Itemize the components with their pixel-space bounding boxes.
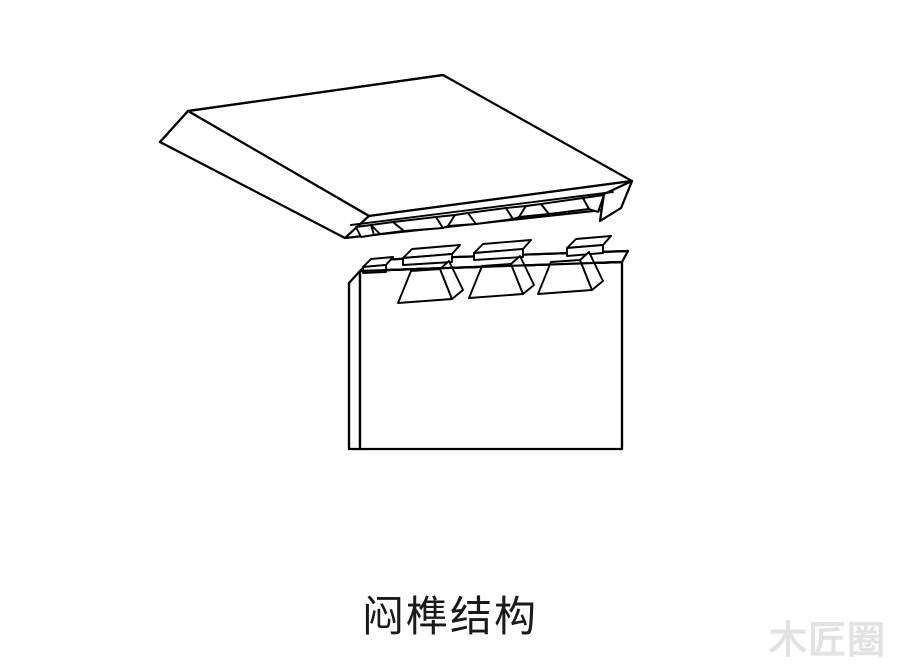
page-title: 闷榫结构 — [361, 592, 538, 641]
panel-left-thickness — [347, 269, 362, 451]
top-board-mortise-channel-backline — [350, 191, 614, 226]
top-board-left-cut-edge — [158, 109, 190, 144]
tenon-2 — [468, 239, 535, 299]
part-vertical-panel — [347, 235, 630, 451]
top-board-far-long-edge — [186, 73, 445, 113]
tenon-3-dovetail-side — [579, 251, 604, 291]
tenon-3 — [537, 235, 612, 295]
tenon-1-front-face — [402, 253, 453, 266]
pin-5 — [582, 194, 605, 213]
watermark-logo: 木匠圈 — [768, 618, 886, 662]
tenon-1-dovetail-side — [439, 260, 464, 300]
panel-top-front-edge-overlay — [358, 260, 624, 273]
tenon-2-front-face — [473, 248, 524, 261]
tenon-3-front-face — [566, 244, 604, 257]
tenon-1 — [397, 244, 464, 304]
part-top-board — [158, 73, 634, 240]
top-board-right-end-bevel — [598, 179, 634, 223]
